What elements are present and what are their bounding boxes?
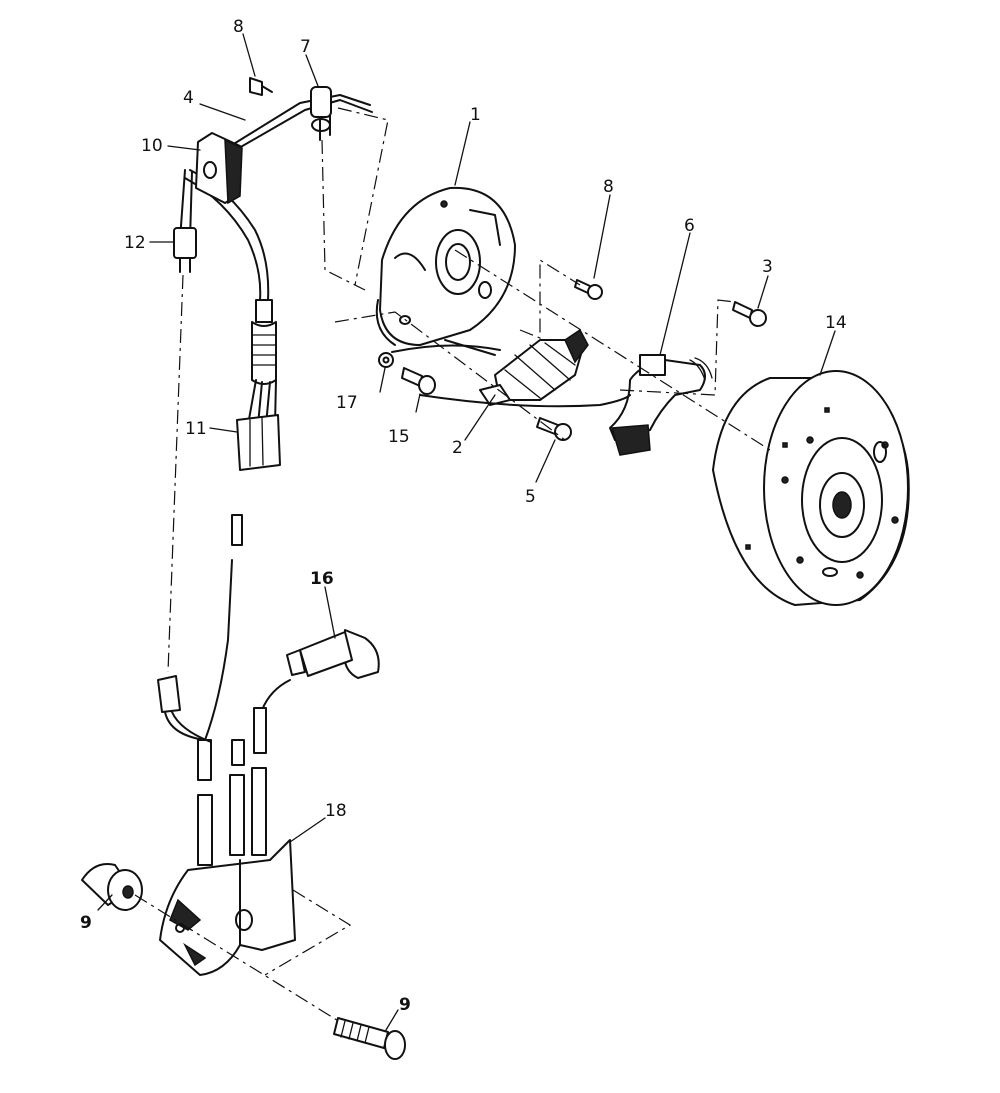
- screw-15: [401, 367, 436, 395]
- callout-14: 14: [825, 313, 847, 333]
- flywheel: [712, 370, 910, 606]
- callout-5: 5: [525, 487, 536, 507]
- screw-8-upper: [249, 77, 273, 96]
- bolt-9: [333, 1017, 406, 1060]
- screw-8-lower: [574, 279, 603, 300]
- callout-8-upper: 8: [233, 17, 244, 37]
- callout-12: 11: [185, 419, 207, 439]
- regulator-rectifier: [195, 132, 243, 205]
- callout-1: 1: [470, 105, 481, 125]
- callout-6: 6: [684, 216, 695, 236]
- collar-10: [81, 863, 143, 911]
- washer-17: [378, 352, 394, 368]
- leader-lines: [97, 33, 836, 1031]
- callout-16: 16: [310, 569, 334, 589]
- callout-7: 7: [300, 37, 311, 57]
- callout-18: 18: [325, 801, 347, 821]
- callout-13: 12: [124, 233, 146, 253]
- ignition-coil: [157, 514, 296, 976]
- callouts: 8 7 4 10 12 11 1 8 6 3 14 17 15 2 5 16 1…: [80, 17, 847, 1015]
- callout-17: 17: [336, 393, 358, 413]
- callout-2: 2: [452, 438, 463, 458]
- callout-3: 3: [762, 257, 773, 277]
- callout-4: 4: [183, 88, 194, 108]
- connector-12: [236, 414, 281, 471]
- screw-5: [536, 417, 572, 441]
- pulser-coil: [609, 354, 713, 456]
- callout-15: 15: [388, 427, 410, 447]
- callout-8-lower: 8: [603, 177, 614, 197]
- callout-11: 10: [141, 136, 163, 156]
- spark-plug-cap: [261, 629, 380, 711]
- screw-3: [732, 301, 767, 327]
- harness-clamp: [310, 86, 332, 132]
- callout-10: 9: [80, 913, 92, 933]
- exciter-coil: [444, 328, 589, 406]
- callout-9: 9: [399, 995, 411, 1015]
- connector-13: [173, 227, 197, 273]
- stator-plate: [375, 186, 516, 346]
- alignment-lines: [134, 107, 771, 1023]
